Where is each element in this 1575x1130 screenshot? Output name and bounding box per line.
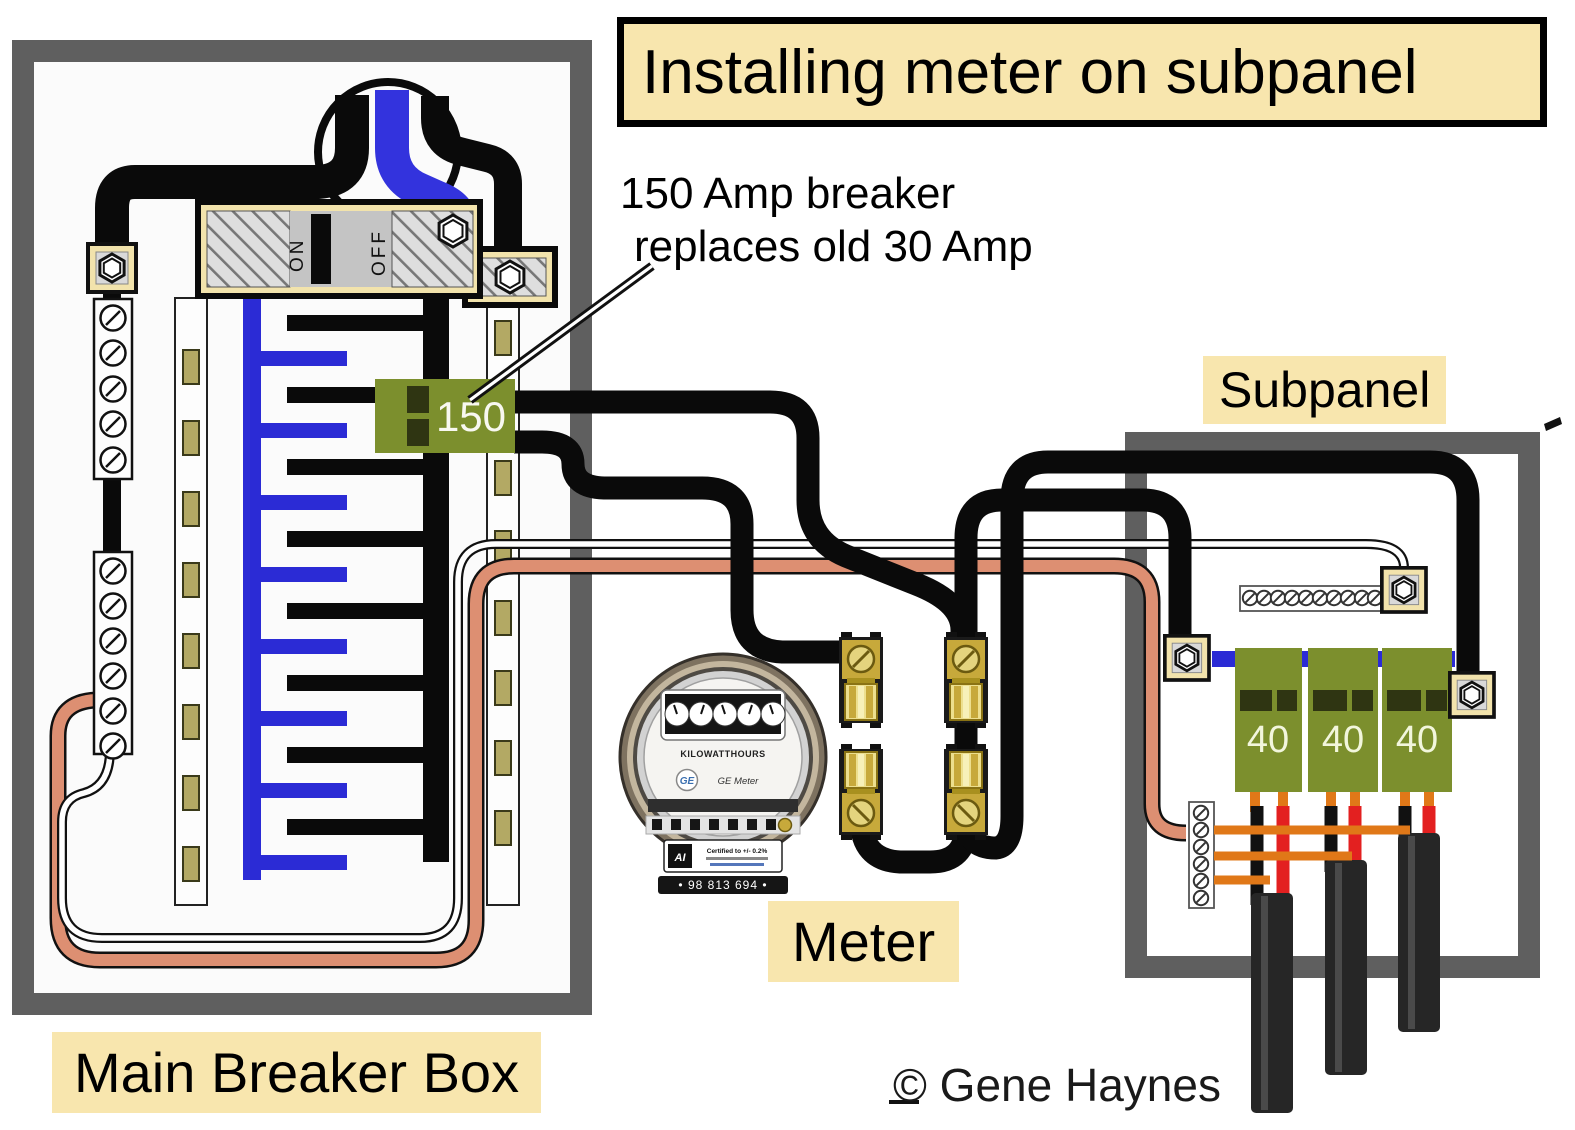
- annotation-line-1: 150 Amp breaker: [620, 169, 956, 218]
- switch-bolt-2: [494, 259, 526, 295]
- ge-logo-circle: [675, 768, 699, 792]
- switch-handle: [311, 214, 331, 284]
- neutral-wire-white: [57, 539, 1409, 943]
- tick-mark: [1544, 417, 1562, 431]
- switch-bolt-1: [437, 213, 469, 249]
- subpanel-ground-bar: [1188, 801, 1215, 909]
- subpanel-breakers: 40 40 40: [1235, 648, 1452, 792]
- leader-line: [467, 262, 655, 404]
- breaker-terminals: [1250, 792, 1434, 812]
- meter-mechanism-band: [648, 799, 798, 812]
- subpanel-contents: 40 40 40: [1161, 564, 1498, 1113]
- main-breaker-box: [12, 40, 592, 1015]
- switch-off-label: OFF: [369, 229, 390, 276]
- meter-certification-label: AI Certified to +/- 0.2%: [663, 839, 783, 873]
- meter-serial: • 98 813 694 •: [678, 878, 767, 892]
- ground-jumper-wires: [1214, 825, 1410, 885]
- ge-logo: GE: [680, 776, 695, 787]
- main-neutral-lug: [84, 240, 140, 296]
- switch-slot: [290, 211, 392, 287]
- breaker-slots: [182, 320, 512, 882]
- main-breaker-box-label: Main Breaker Box: [52, 1032, 542, 1113]
- ai-logo: AI: [674, 852, 687, 864]
- neutral-bar-left: [92, 297, 134, 760]
- breaker-40-3: 40: [1382, 648, 1452, 792]
- subpanel-neutral-lug: [1378, 564, 1430, 616]
- meter-lug-load-left: [837, 742, 885, 842]
- breaker-40-label: 40: [1247, 719, 1289, 761]
- meter-lug-load-right: [942, 742, 990, 842]
- meter-kilowatthours-label: KILOWATTHOURS: [680, 749, 765, 759]
- cable-3: [1398, 833, 1440, 1032]
- meter-nameplate-row: [645, 815, 801, 835]
- meter-label: Meter: [768, 901, 960, 982]
- breaker-rail-left: [174, 297, 208, 906]
- feeder-breaker-to-meter-right: [514, 390, 974, 648]
- feeder-wires: [514, 390, 1480, 874]
- cable-1: [1251, 893, 1293, 1113]
- meter-lug-line-right: [942, 630, 990, 730]
- subpanel-hot-lug-left: [1161, 632, 1213, 684]
- feeder-meter-to-subpanel-left: [849, 488, 1192, 874]
- service-wire-black-left: [95, 95, 369, 246]
- subpanel-neutral-bar: [1239, 585, 1384, 612]
- breaker-40-label: 40: [1322, 719, 1364, 761]
- copyright-text: © Gene Haynes: [893, 1059, 1221, 1111]
- meter-dials: [660, 689, 786, 741]
- branch-circuit-wires: [1250, 806, 1440, 1113]
- breaker-annotation: 150 Amp breaker replaces old 30 Amp: [620, 168, 1033, 274]
- breaker-40-2: 40: [1308, 648, 1378, 792]
- subpanel-hot-lug-right: [1446, 669, 1498, 721]
- main-switch: ON OFF: [195, 199, 558, 308]
- subpanel-label: Subpanel: [1203, 356, 1447, 424]
- feeder-breaker-to-meter-left: [514, 430, 852, 664]
- meter-lug-line-left: [837, 630, 885, 730]
- blue-bus-fingers: [252, 351, 347, 870]
- underscore-mark: [889, 1100, 919, 1104]
- switch-on-label: ON: [287, 238, 308, 273]
- breaker-40-label: 40: [1396, 719, 1438, 761]
- service-wire-black-right: [421, 96, 522, 262]
- cable-2: [1325, 860, 1367, 1075]
- feeder-meter-to-subpanel-right: [954, 450, 1480, 860]
- meter-serial-strip: • 98 813 694 •: [658, 876, 788, 894]
- page-title: Installing meter on subpanel: [617, 17, 1547, 127]
- neutral-bus-blue: [243, 296, 261, 880]
- breaker-150: 150: [375, 379, 515, 453]
- annotation-line-2: replaces old 30 Amp: [634, 221, 1033, 271]
- electric-meter: KILOWATTHOURS GE GE Meter AI Certified t…: [618, 652, 828, 894]
- certified-text: Certified to +/- 0.2%: [707, 848, 768, 855]
- breaker-40-1: 40: [1235, 648, 1302, 792]
- meter-brand-label: GE Meter: [718, 776, 759, 787]
